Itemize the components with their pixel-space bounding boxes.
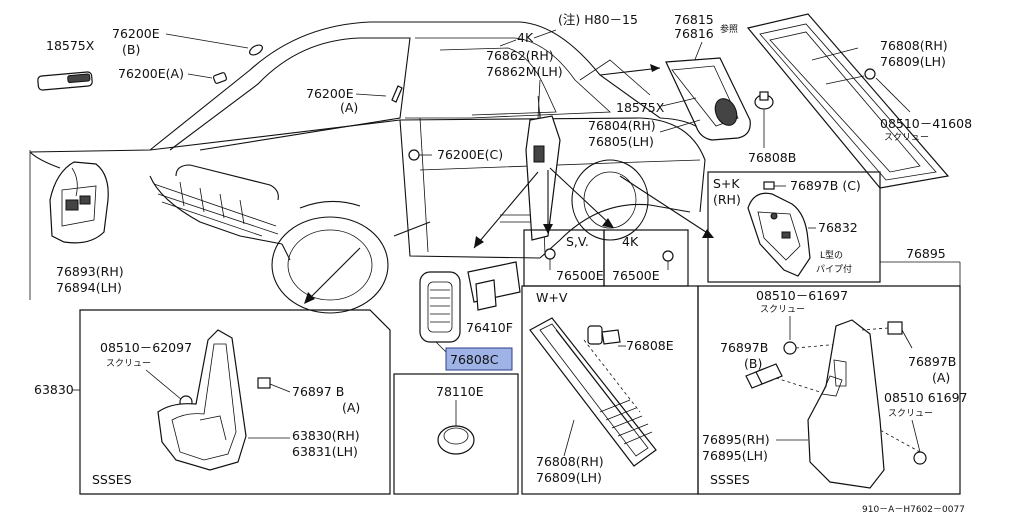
label-note: (注) H80－15 (558, 12, 638, 27)
label-sv-hdr: S,V. (566, 234, 589, 249)
label-76808rh-top: 76808(RH) (880, 38, 948, 53)
label-screw-4: スクリュー (888, 408, 933, 419)
label-76896lh: 76895(LH) (702, 448, 768, 463)
label-08510-61697-top: 08510－61697 (756, 288, 848, 303)
label-76809lh-bot: 76809(LH) (536, 470, 602, 485)
label-ltype2: パイプ付 (816, 264, 852, 275)
label-76410f: 76410F (466, 320, 513, 335)
callout-76200e-a-top: 76200E(A) (118, 66, 228, 84)
label-76862mlh: 76862M(LH) (486, 64, 563, 79)
part-76893-trim: 76893(RH) 76894(LH) (29, 150, 124, 300)
label-08510-41608: 08510－41608 (880, 116, 972, 131)
label-76200e-b: 76200E (112, 26, 160, 41)
part-76808-scuff-top: 76808(RH) 76809(LH) 08510－41608 スクリュー 76… (746, 13, 972, 189)
label-screw-2: スクリュー (106, 358, 151, 369)
label-screw-1: スクリュー (884, 132, 929, 143)
label-78110e: 78110E (436, 384, 484, 399)
label-63831lh: 63831(LH) (292, 444, 358, 459)
label-76893rh: 76893(RH) (56, 264, 124, 279)
part-18575x-topleft: 18575X (37, 38, 95, 91)
label-4k-hdr: 4K (622, 234, 639, 249)
label-76895rh: 76895(RH) (702, 432, 770, 447)
label-76815: 76815 (674, 12, 714, 27)
box-mudflap-left: 63830 08510－62097 スクリュー 76897 B (A) 6383… (34, 309, 391, 495)
callout-76200e-b: 76200E (B) (112, 26, 263, 57)
callout-76200e-c: 76200E(C) (408, 147, 503, 162)
label-76200e-mid: 76200E (306, 86, 354, 101)
label-76809lh-top: 76809(LH) (880, 54, 946, 69)
label-63830-side: 63830 (34, 382, 74, 397)
label-08510-62097: 08510－62097 (100, 340, 192, 355)
label-76895-top: 76895 (906, 246, 946, 261)
label-63830rh: 63830(RH) (292, 428, 360, 443)
part-door-edge (525, 95, 561, 241)
label-screw-3: スクリュー (760, 304, 805, 315)
label-76200e-c: 76200E(C) (437, 147, 503, 162)
label-76816: 76816 (674, 26, 714, 41)
part-76410f: 76410F (466, 261, 521, 335)
callout-76200e-mid: 76200E (A) (306, 85, 403, 115)
label-ltype1: L型の (820, 250, 843, 261)
box-mudflap-right: 08510－61697 スクリュー 76897B (B) 76897B (A) … (697, 285, 968, 495)
label-76808b: 76808B (748, 150, 796, 165)
label-76897b-r-b-suffix: (B) (744, 356, 762, 371)
label-ssses-left: SSSES (92, 472, 132, 487)
callout-76815: 76815 76816 参照 (674, 12, 738, 63)
label-76808e: 76808E (626, 338, 674, 353)
label-4k-top: 4K (517, 30, 534, 45)
label-08510-61697-bot: 08510 61697 (884, 390, 968, 405)
part-76804-handle: 18575X 76804(RH) 76805(LH) (588, 57, 751, 149)
label-76894lh: 76894(LH) (56, 280, 122, 295)
label-76862rh: 76862(RH) (486, 48, 554, 63)
label-76897b-r-a-suffix: (A) (932, 370, 950, 385)
box-s-k: S+K (RH) 76897B (C) 76832 L型の パイプ付 (707, 171, 881, 283)
label-wv-hdr: W+V (536, 290, 568, 305)
label-76808c: 76808C (450, 352, 499, 367)
label-ref: 参照 (720, 23, 738, 35)
label-76897b-r-a: 76897B (908, 354, 956, 369)
label-sk-hdr2: (RH) (713, 192, 741, 207)
box-wv: W+V 76808E 76808(RH) 76809(LH) (521, 285, 699, 495)
label-18575x-b: 18575X (616, 100, 665, 115)
arrows (304, 167, 714, 304)
highlight-76808c (445, 347, 513, 371)
label-76897b-left-suffix: (A) (342, 400, 360, 415)
part-76808c: 76808C (419, 271, 513, 371)
label-sk-hdr1: S+K (713, 176, 740, 191)
label-76897b-left: 76897 B (292, 384, 344, 399)
label-76804rh: 76804(RH) (588, 118, 656, 133)
car-body (29, 21, 711, 314)
callout-4k-note: 4K (注) H80－15 76862(RH) 76862M(LH) (486, 12, 638, 119)
label-76897b-r-b: 76897B (720, 340, 768, 355)
label-76200e-a-top: 76200E(A) (118, 66, 184, 81)
label-18575x-a: 18575X (46, 38, 95, 53)
box-78110e: 78110E (393, 373, 519, 495)
label-76200e-b-suffix: (B) (122, 42, 140, 57)
drawing-number: 910－A－H7602－0077 (862, 505, 965, 515)
label-76897b-c: 76897B (C) (790, 178, 861, 193)
label-76500e-a: 76500E (556, 268, 604, 283)
box-4k: 4K 76500E (603, 229, 689, 287)
label-76832: 76832 (818, 220, 858, 235)
label-76500e-b: 76500E (612, 268, 660, 283)
label-76200e-mid-suffix: (A) (340, 100, 358, 115)
label-ssses-right: SSSES (710, 472, 750, 487)
label-76805lh: 76805(LH) (588, 134, 654, 149)
label-76808rh-bot: 76808(RH) (536, 454, 604, 469)
